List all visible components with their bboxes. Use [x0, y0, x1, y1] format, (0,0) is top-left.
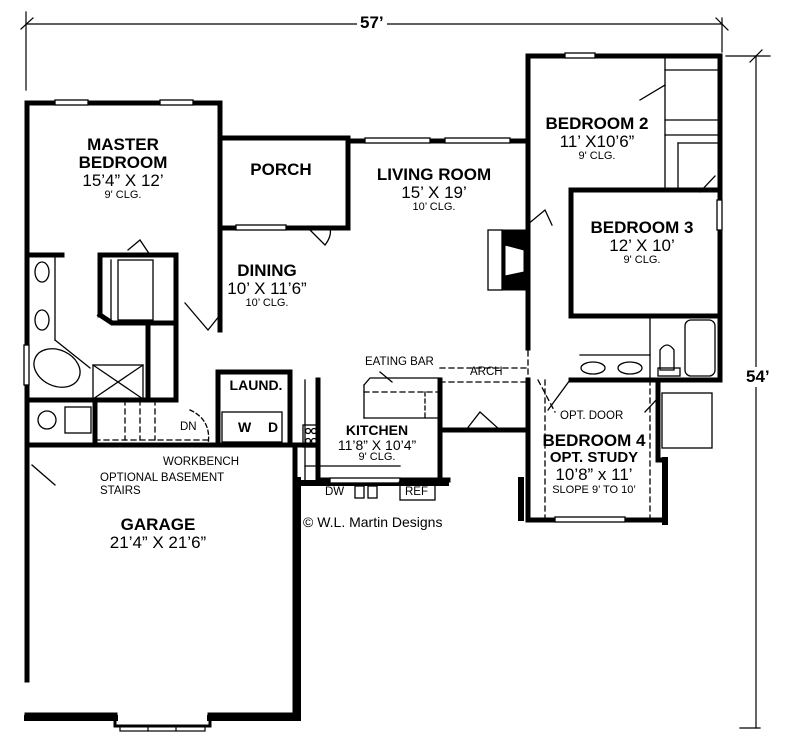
ceiling-height: 10’ CLG. — [412, 200, 456, 213]
overall-width-dimension: 57’ — [357, 13, 387, 33]
note-line: STAIRS — [100, 484, 141, 497]
room-garage: GARAGE 21’4” X 21’6” — [110, 516, 206, 552]
dimension-line-depth — [725, 49, 771, 729]
ceiling-height: SLOPE 9’ TO 10’ — [552, 484, 636, 497]
room-dimension: 15’4” X 12’ — [82, 170, 164, 190]
room-dimension: 11’ X10’6” — [559, 131, 635, 151]
designer-credit: © W.L. Martin Designs — [301, 514, 445, 530]
room-bedroom-3: BEDROOM 3 12’ X 10’ 9' CLG. — [591, 219, 694, 266]
room-dimension: 10’ X 11’6” — [227, 278, 307, 298]
room-name: KITCHEN — [345, 422, 409, 438]
note-optional-basement-stairs: OPTIONAL BASEMENT STAIRS — [100, 472, 224, 497]
room-master-bedroom: MASTER BEDROOM 15’4” X 12’ 9' CLG. — [79, 136, 168, 201]
appliance-washer: W — [238, 419, 252, 435]
room-bedroom-2: BEDROOM 2 11’ X10’6” 9' CLG. — [546, 115, 649, 162]
note-workbench: WORKBENCH — [163, 456, 240, 468]
room-dimension: 11’8” X 10’4” — [337, 436, 417, 453]
ceiling-height: 9' CLG. — [578, 149, 616, 162]
room-name: BEDROOM 3 — [590, 218, 694, 237]
room-dimension: 21’4” X 21’6” — [109, 532, 207, 552]
room-laundry: LAUND. — [230, 378, 283, 393]
room-dimension: 10’8” x 11’ — [555, 464, 633, 484]
room-dimension: 12’ X 10’ — [609, 235, 675, 255]
room-name: DINING — [237, 261, 297, 280]
note-down: DN — [180, 421, 197, 433]
appliance-dryer: D — [268, 419, 279, 435]
note-line: OPTIONAL BASEMENT — [100, 472, 225, 484]
room-name: GARAGE — [120, 515, 196, 534]
note-opt-door: OPT. DOOR — [560, 410, 624, 422]
ceiling-height: 10’ CLG. — [245, 296, 289, 309]
room-name: MASTER — [87, 135, 159, 154]
room-name: LAUND. — [229, 377, 283, 393]
room-dining: DINING 10’ X 11’6” 10’ CLG. — [227, 262, 306, 309]
room-kitchen: KITCHEN 11’8” X 10’4” 9' CLG. — [338, 423, 416, 464]
overall-depth-dimension: 54’ — [743, 367, 773, 387]
room-name: BEDROOM 2 — [545, 114, 649, 133]
appliance-refrigerator: REF — [405, 486, 428, 498]
room-subname: OPT. STUDY — [549, 448, 639, 466]
room-name: BEDROOM 4 — [542, 431, 646, 450]
note-arch: ARCH — [470, 366, 503, 378]
room-living-room: LIVING ROOM 15’ X 19’ 10’ CLG. — [377, 166, 491, 213]
room-name: LIVING ROOM — [376, 165, 492, 184]
note-eating-bar: EATING BAR — [365, 356, 434, 368]
room-dimension: 15’ X 19’ — [401, 182, 467, 202]
room-porch: PORCH — [250, 161, 311, 179]
ceiling-height: 9' CLG. — [623, 253, 661, 266]
appliance-dishwasher: DW — [325, 486, 345, 498]
room-name: BEDROOM — [78, 152, 168, 172]
ceiling-height: 9' CLG. — [104, 188, 142, 201]
room-name: PORCH — [250, 160, 312, 179]
ceiling-height: 9' CLG. — [358, 451, 396, 464]
room-bedroom-4: BEDROOM 4 OPT. STUDY 10’8” x 11’ SLOPE 9… — [543, 432, 646, 497]
